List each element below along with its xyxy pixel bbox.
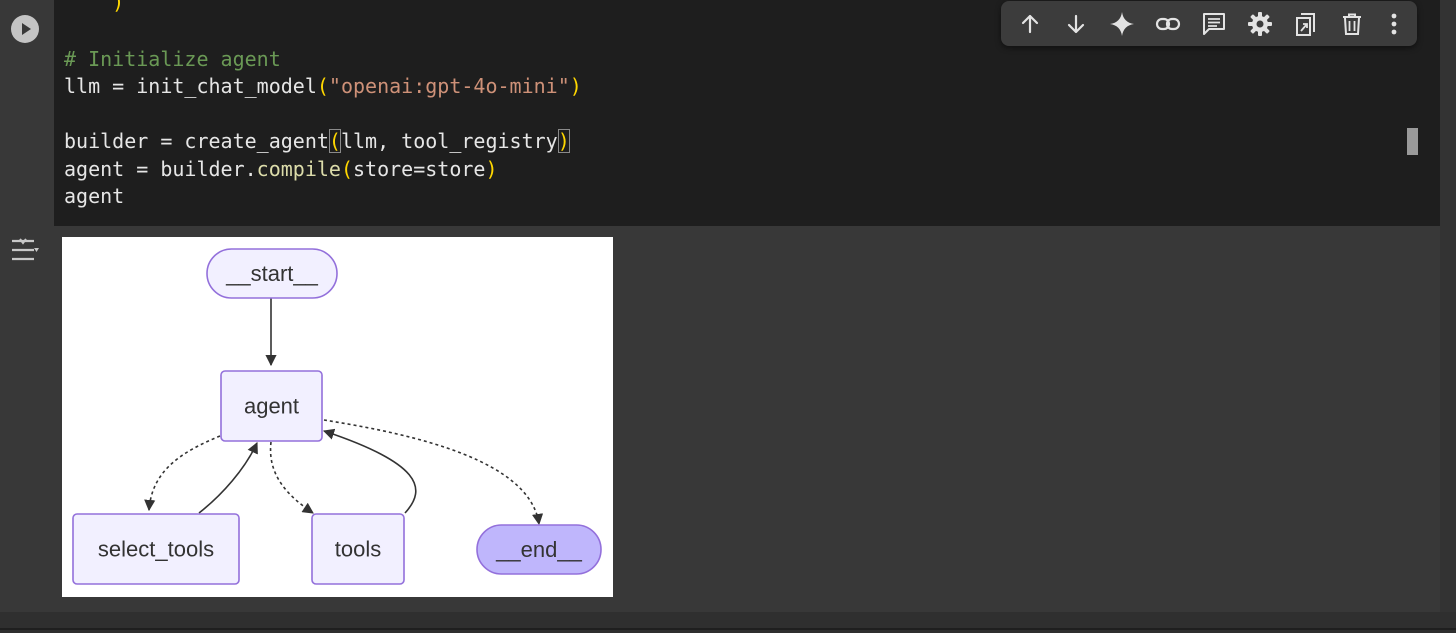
code-line-llm: llm = init_chat_model("openai:gpt-4o-min…: [64, 72, 582, 100]
code-string: "openai:gpt-4o-mini": [328, 74, 570, 98]
next-cell-strip: [0, 612, 1456, 633]
cell-right-margin: [1440, 0, 1456, 612]
code-text: store=store: [353, 157, 486, 181]
code-text: agent = builder.: [64, 157, 257, 181]
cell-divider: [0, 628, 1456, 630]
edge-agent-select-tools: [144, 435, 221, 512]
play-icon: [22, 23, 31, 35]
code-line-comment: # Initialize agent: [64, 45, 281, 73]
cell-toolbar: [1001, 1, 1417, 46]
node-select-tools: select_tools: [72, 513, 240, 585]
edge-agent-tools: [269, 441, 314, 514]
node-start: __start__: [206, 248, 338, 299]
arrow-up-icon: [1021, 14, 1039, 33]
code-paren-matched: (: [328, 129, 341, 153]
code-paren: (: [316, 74, 329, 98]
code-paren-matched: ): [557, 129, 570, 153]
run-cell-button[interactable]: [11, 15, 39, 43]
mirror-cell-icon: [1296, 12, 1315, 36]
sparkle-icon: [1110, 11, 1134, 36]
move-cell-up-button[interactable]: [1007, 3, 1053, 45]
graph-output-image: __start__ agent select_tools tools __end…: [62, 237, 613, 597]
more-actions-button[interactable]: [1375, 3, 1413, 45]
code-method: compile: [256, 157, 341, 181]
code-paren: (: [340, 157, 353, 181]
code-paren: ): [569, 74, 582, 98]
node-tools: tools: [311, 513, 405, 585]
cell-settings-button[interactable]: [1237, 3, 1283, 45]
gemini-button[interactable]: [1099, 3, 1145, 45]
code-paren: ): [112, 0, 125, 14]
code-text: agent: [64, 184, 125, 208]
editor-scrollbar-thumb[interactable]: [1407, 128, 1418, 155]
code-text: builder = create_agent: [64, 129, 329, 153]
edge-select-tools-agent: [198, 441, 258, 514]
edge-tools-agent: [322, 428, 417, 514]
edge-agent-end: [323, 419, 544, 526]
code-text: llm, tool_registry: [340, 129, 558, 153]
output-collapse-icon: [12, 238, 39, 261]
node-end: __end__: [476, 524, 602, 575]
code-line-builder: builder = create_agent(llm, tool_registr…: [64, 127, 570, 155]
output-actions-button[interactable]: [8, 234, 44, 266]
node-end-label: __end__: [495, 537, 582, 562]
link-icon: [1155, 17, 1181, 30]
trash-icon: [1343, 13, 1361, 35]
node-select-tools-label: select_tools: [98, 537, 214, 562]
copy-link-button[interactable]: [1145, 3, 1191, 45]
more-vert-icon: [1391, 13, 1397, 34]
code-line-prev: ): [64, 0, 124, 16]
move-cell-down-button[interactable]: [1053, 3, 1099, 45]
code-comment: # Initialize agent: [64, 47, 281, 71]
delete-cell-button[interactable]: [1329, 3, 1375, 45]
node-tools-label: tools: [335, 537, 381, 562]
code-line-agent: agent = builder.compile(store=store): [64, 155, 498, 183]
comment-icon: [1203, 12, 1225, 35]
node-start-label: __start__: [225, 261, 318, 286]
gear-icon: [1248, 11, 1272, 36]
agent-graph-diagram: __start__ agent select_tools tools __end…: [72, 248, 602, 585]
node-agent-label: agent: [244, 394, 299, 419]
code-line-last: agent: [64, 182, 124, 210]
node-agent: agent: [220, 370, 323, 442]
code-paren: ): [485, 157, 498, 181]
add-comment-button[interactable]: [1191, 3, 1237, 45]
arrow-down-icon: [1067, 14, 1085, 33]
code-text: llm = init_chat_model: [64, 74, 317, 98]
mirror-cell-button[interactable]: [1283, 3, 1329, 45]
